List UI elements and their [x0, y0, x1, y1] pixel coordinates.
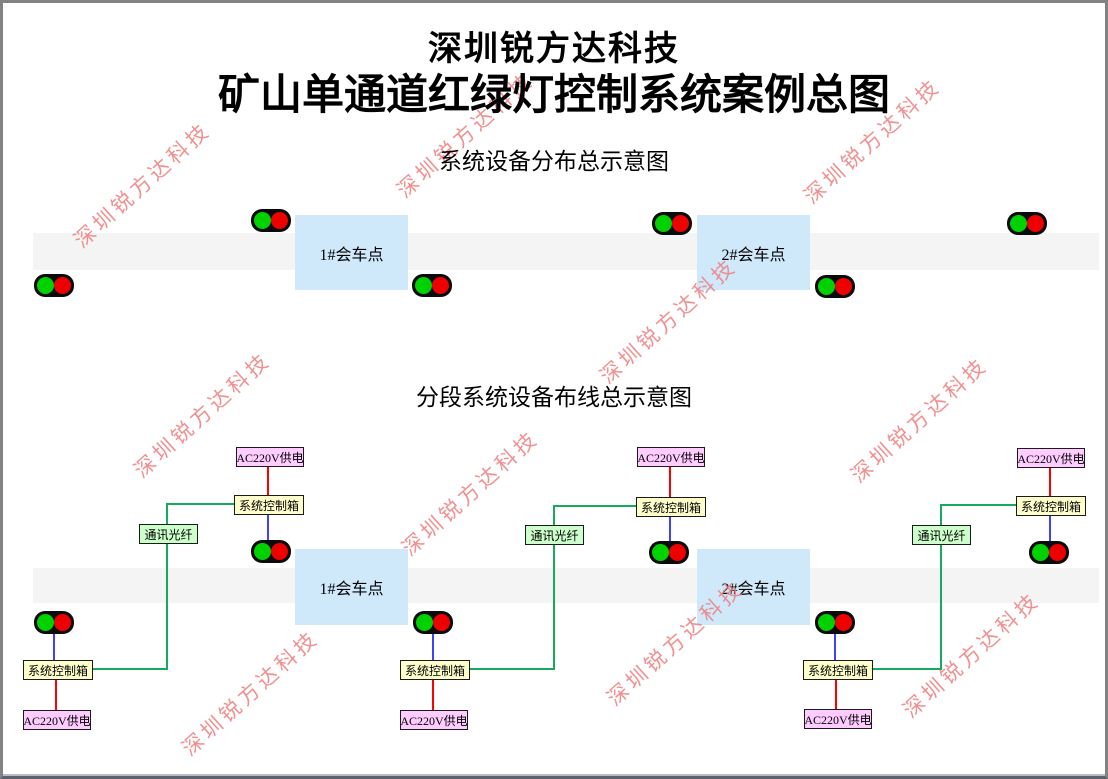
- power-wire: [267, 465, 269, 495]
- meeting-point-2: 2#会车点: [697, 215, 810, 290]
- green-lamp: [652, 544, 669, 561]
- fiber-wire: [166, 503, 168, 670]
- traffic-light-icon: [1007, 212, 1047, 235]
- red-lamp: [432, 277, 449, 294]
- traffic-light-icon: [649, 541, 689, 564]
- page-bottom-edge: [3, 774, 1105, 776]
- power-wire: [669, 466, 671, 497]
- power-supply-box: AC220V供电: [400, 710, 468, 730]
- system-control-box: 系统控制箱: [400, 660, 470, 680]
- traffic-light-icon: [1029, 541, 1069, 564]
- red-lamp: [54, 614, 71, 631]
- green-lamp: [1010, 215, 1027, 232]
- fiber-wire: [553, 505, 638, 507]
- system-control-box: 系统控制箱: [23, 660, 93, 680]
- road-band-distribution: [33, 233, 1099, 270]
- green-lamp: [37, 614, 54, 631]
- page-title: 矿山单通道红绿灯控制系统案例总图: [217, 73, 890, 119]
- comm-fiber-box: 通讯光纤: [139, 524, 198, 544]
- red-lamp: [54, 277, 71, 294]
- comm-fiber-box: 通讯光纤: [912, 525, 971, 545]
- power-supply-box: AC220V供电: [1017, 448, 1085, 468]
- fiber-wire: [940, 504, 942, 669]
- traffic-light-icon: [413, 611, 453, 634]
- red-lamp: [1049, 544, 1066, 561]
- traffic-light-icon: [251, 540, 291, 563]
- fiber-wire: [553, 505, 555, 669]
- watermark-text: 深圳锐方达科技: [397, 425, 544, 561]
- watermark-text: 深圳锐方达科技: [846, 352, 993, 488]
- fiber-wire: [871, 668, 942, 670]
- system-control-box: 系统控制箱: [803, 660, 873, 680]
- fiber-wire: [166, 503, 234, 505]
- red-lamp: [433, 614, 450, 631]
- fiber-wire: [91, 668, 168, 670]
- traffic-light-icon: [815, 275, 855, 298]
- red-lamp: [672, 215, 689, 232]
- green-lamp: [1032, 544, 1049, 561]
- signal-wire: [669, 515, 671, 542]
- green-lamp: [415, 277, 432, 294]
- traffic-light-icon: [34, 611, 74, 634]
- signal-wire: [267, 513, 269, 541]
- meeting-point-2: 2#会车点: [697, 549, 810, 625]
- traffic-light-icon: [34, 274, 74, 297]
- power-wire: [835, 679, 837, 709]
- red-lamp: [835, 278, 852, 295]
- fiber-wire: [468, 668, 555, 670]
- section-label-wiring: 分段系统设备布线总示意图: [416, 385, 692, 410]
- red-lamp: [669, 544, 686, 561]
- power-wire: [1049, 466, 1051, 496]
- system-control-box: 系统控制箱: [636, 497, 706, 517]
- signal-wire: [1049, 514, 1051, 542]
- red-lamp: [835, 614, 852, 631]
- power-wire: [55, 678, 57, 710]
- power-supply-box: AC220V供电: [236, 447, 304, 467]
- green-lamp: [818, 614, 835, 631]
- power-supply-box: AC220V供电: [23, 710, 91, 730]
- power-supply-box: AC220V供电: [637, 447, 705, 467]
- company-title: 深圳锐方达科技: [428, 31, 680, 68]
- traffic-light-icon: [251, 209, 291, 232]
- comm-fiber-box: 通讯光纤: [525, 525, 584, 545]
- power-wire: [432, 679, 434, 710]
- watermark-text: 深圳锐方达科技: [898, 587, 1045, 723]
- red-lamp: [1027, 215, 1044, 232]
- signal-wire: [53, 633, 55, 660]
- road-band-wiring: [33, 568, 1099, 603]
- green-lamp: [416, 614, 433, 631]
- signal-wire: [432, 633, 434, 661]
- meeting-point-1: 1#会车点: [295, 215, 408, 290]
- watermark-text: 深圳锐方达科技: [177, 625, 324, 761]
- green-lamp: [254, 543, 271, 560]
- green-lamp: [254, 212, 271, 229]
- fiber-wire: [940, 504, 1016, 506]
- signal-wire: [834, 633, 836, 661]
- red-lamp: [271, 543, 288, 560]
- system-control-box: 系统控制箱: [1016, 496, 1086, 516]
- traffic-light-icon: [412, 274, 452, 297]
- section-label-distribution: 系统设备分布总示意图: [439, 149, 669, 174]
- system-control-box: 系统控制箱: [234, 495, 304, 515]
- green-lamp: [818, 278, 835, 295]
- power-supply-box: AC220V供电: [804, 709, 872, 729]
- traffic-light-icon: [652, 212, 692, 235]
- green-lamp: [655, 215, 672, 232]
- green-lamp: [37, 277, 54, 294]
- traffic-light-icon: [815, 611, 855, 634]
- red-lamp: [271, 212, 288, 229]
- meeting-point-1: 1#会车点: [295, 549, 408, 625]
